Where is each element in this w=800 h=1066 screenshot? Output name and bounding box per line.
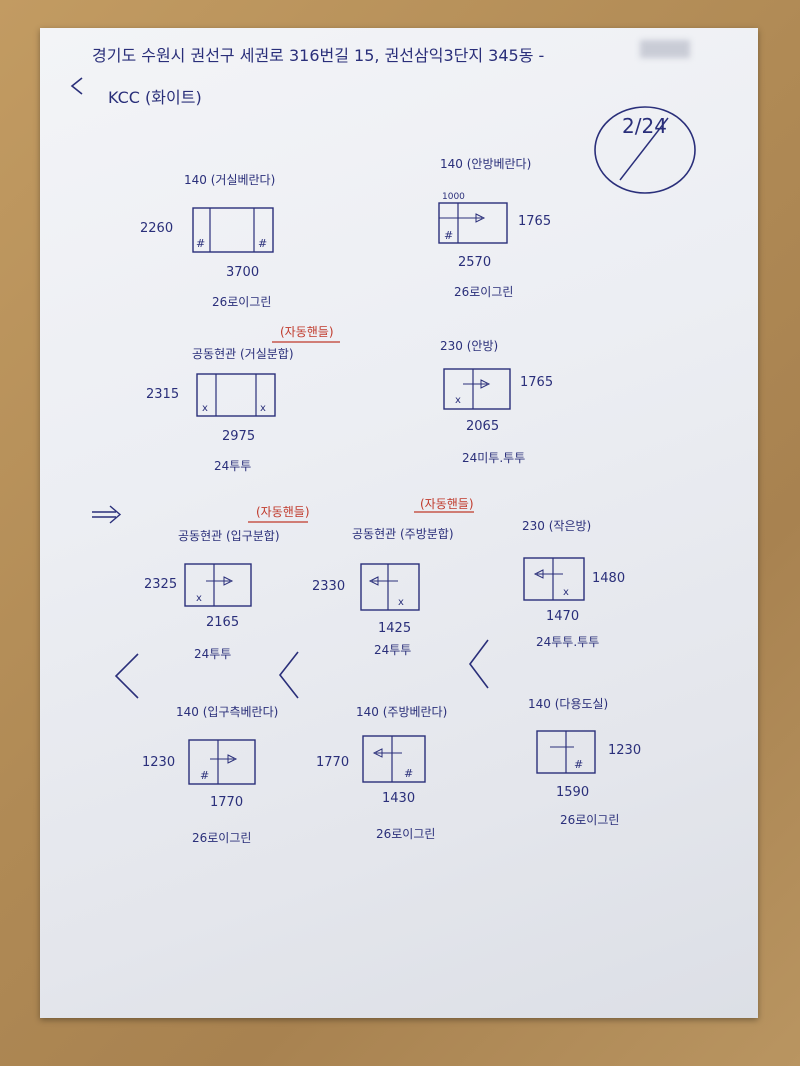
back-arrow-icon xyxy=(70,77,83,95)
window-label: 공동현관 (거실분합) xyxy=(192,347,294,361)
window-material: 26로이그린 xyxy=(192,831,252,845)
window-diagram: x xyxy=(360,563,420,611)
window-diagram: x xyxy=(523,557,585,601)
window-diagram: # # xyxy=(192,207,274,253)
window-width: 2165 xyxy=(206,615,240,630)
window-height: 1770 xyxy=(316,755,350,770)
window-width: 2570 xyxy=(458,255,492,270)
window-label: 140 (거실베란다) xyxy=(184,173,276,187)
window-width: 1430 xyxy=(382,791,416,806)
svg-text:#: # xyxy=(444,229,453,242)
auto-handle-note: (자동핸들) xyxy=(420,497,474,511)
page-slash xyxy=(619,117,669,181)
window-material: 26로이그린 xyxy=(376,827,436,841)
chevron-left-icon xyxy=(278,651,299,699)
window-diagram: x x xyxy=(196,373,276,417)
window-width: 2975 xyxy=(222,429,256,444)
auto-handle-note: (자동핸들) xyxy=(280,325,334,339)
window-height: 1230 xyxy=(608,743,642,758)
svg-text:x: x xyxy=(196,593,202,604)
brand-line: KCC (화이트) xyxy=(108,88,202,107)
window-height: 2315 xyxy=(146,387,180,402)
window-material: 24투투.투투 xyxy=(536,635,600,649)
auto-handle-note: (자동핸들) xyxy=(256,505,310,519)
window-width: 1590 xyxy=(556,785,590,800)
svg-text:#: # xyxy=(200,769,209,782)
window-height: 1765 xyxy=(520,375,554,390)
window-diagram: # xyxy=(536,730,596,774)
window-label: 230 (작은방) xyxy=(522,519,592,533)
window-label: 140 (입구측베란다) xyxy=(176,705,279,719)
window-height: 2330 xyxy=(312,579,346,594)
window-material: 24투투 xyxy=(194,647,232,661)
chevron-left-icon xyxy=(114,653,139,699)
page-circle xyxy=(594,106,696,194)
svg-text:x: x xyxy=(260,403,266,414)
window-material: 26로이그린 xyxy=(560,813,620,827)
window-material: 26로이그린 xyxy=(212,295,272,309)
window-diagram: # xyxy=(188,739,256,785)
window-label: 공동현관 (입구분합) xyxy=(178,529,280,543)
svg-text:#: # xyxy=(574,758,583,771)
window-diagram: # xyxy=(362,735,426,783)
window-diagram: x xyxy=(443,368,511,410)
window-height: 2325 xyxy=(144,577,178,592)
window-label: 140 (다용도실) xyxy=(528,697,609,711)
window-label: 140 (안방베란다) xyxy=(440,157,532,171)
address-line: 경기도 수원시 권선구 세권로 316번길 15, 권선삼익3단지 345동 - xyxy=(92,46,545,65)
window-height: 1765 xyxy=(518,214,552,229)
svg-text:x: x xyxy=(398,597,404,608)
svg-text:#: # xyxy=(404,767,413,780)
window-label: 140 (주방베란다) xyxy=(356,705,448,719)
window-width: 3700 xyxy=(226,265,260,280)
svg-text:x: x xyxy=(563,587,569,598)
window-width: 1470 xyxy=(546,609,580,624)
window-material: 24미투.투투 xyxy=(462,451,526,465)
window-label: 공동현관 (주방분합) xyxy=(352,527,454,541)
window-material: 26로이그린 xyxy=(454,285,514,299)
chevron-left-icon xyxy=(469,639,489,689)
window-height: 2260 xyxy=(140,221,174,236)
window-diagram: x xyxy=(184,563,252,607)
window-label: 230 (안방) xyxy=(440,339,499,353)
window-width: 1425 xyxy=(378,621,412,636)
window-diagram: # xyxy=(438,202,508,244)
svg-text:x: x xyxy=(202,403,208,414)
svg-text:x: x xyxy=(455,395,461,406)
window-height: 1230 xyxy=(142,755,176,770)
window-width: 1770 xyxy=(210,795,244,810)
window-height: 1480 xyxy=(592,571,626,586)
window-inner-dim: 1000 xyxy=(442,192,465,202)
window-material: 24투투 xyxy=(214,459,252,473)
page-number: 2/24 xyxy=(622,114,667,138)
svg-text:#: # xyxy=(196,237,205,250)
svg-text:#: # xyxy=(258,237,267,250)
redacted-block xyxy=(640,40,690,58)
window-material: 24투투 xyxy=(374,643,412,657)
window-width: 2065 xyxy=(466,419,500,434)
